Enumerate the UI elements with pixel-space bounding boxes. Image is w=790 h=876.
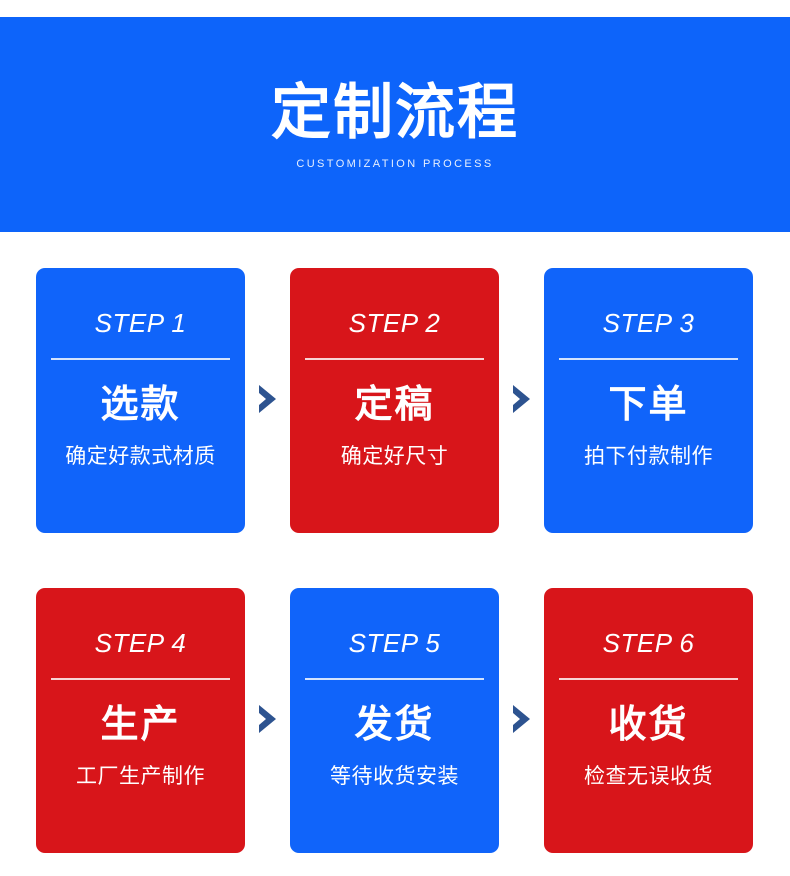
step-divider bbox=[305, 358, 484, 360]
step-label: STEP 2 bbox=[348, 308, 441, 338]
step-label: STEP 5 bbox=[348, 628, 441, 658]
step-card-6[interactable]: STEP 6 收货检查无误收货 bbox=[544, 588, 753, 853]
step-label: STEP 6 bbox=[602, 628, 695, 658]
step-card-5[interactable]: STEP 5 发货等待收货安装 bbox=[290, 588, 499, 853]
step-divider bbox=[559, 358, 738, 360]
step-card-1[interactable]: STEP 1 选款确定好款式材质 bbox=[36, 268, 245, 533]
step-title: 生产 bbox=[100, 704, 181, 746]
step-label: STEP 4 bbox=[94, 628, 187, 658]
step-cell: STEP 5 发货等待收货安装 bbox=[290, 588, 530, 853]
step-description: 工厂生产制作 bbox=[76, 764, 205, 788]
step-title: 收货 bbox=[608, 704, 689, 746]
step-title: 发货 bbox=[354, 704, 435, 746]
step-cell: STEP 6 收货检查无误收货 bbox=[544, 588, 753, 853]
step-divider bbox=[559, 678, 738, 680]
step-description: 确定好尺寸 bbox=[340, 444, 449, 468]
step-title: 选款 bbox=[100, 384, 181, 426]
step-title: 下单 bbox=[608, 384, 689, 426]
step-card-4[interactable]: STEP 4 生产工厂生产制作 bbox=[36, 588, 245, 853]
page-subtitle: CUSTOMIZATION PROCESS bbox=[296, 158, 494, 171]
step-cell: STEP 1 选款确定好款式材质 bbox=[36, 268, 276, 533]
step-label: STEP 3 bbox=[602, 308, 695, 338]
page-header-banner: 定制流程 CUSTOMIZATION PROCESS bbox=[0, 17, 790, 232]
step-divider bbox=[305, 678, 484, 680]
step-divider bbox=[51, 358, 230, 360]
step-description: 确定好款式材质 bbox=[65, 444, 216, 468]
chevron-right-icon bbox=[256, 704, 278, 734]
step-card-3[interactable]: STEP 3 下单拍下付款制作 bbox=[544, 268, 753, 533]
step-label: STEP 1 bbox=[94, 308, 187, 338]
step-description: 检查无误收货 bbox=[584, 764, 713, 788]
step-divider bbox=[51, 678, 230, 680]
chevron-right-icon bbox=[510, 384, 532, 414]
step-description: 拍下付款制作 bbox=[584, 444, 713, 468]
step-card-2[interactable]: STEP 2 定稿确定好尺寸 bbox=[290, 268, 499, 533]
step-description: 等待收货安装 bbox=[330, 764, 459, 788]
page-title: 定制流程 bbox=[271, 78, 519, 146]
chevron-right-icon bbox=[256, 384, 278, 414]
chevron-right-icon bbox=[510, 704, 532, 734]
step-cell: STEP 4 生产工厂生产制作 bbox=[36, 588, 276, 853]
step-title: 定稿 bbox=[354, 384, 435, 426]
step-cell: STEP 3 下单拍下付款制作 bbox=[544, 268, 753, 533]
step-cell: STEP 2 定稿确定好尺寸 bbox=[290, 268, 530, 533]
steps-grid: STEP 1 选款确定好款式材质 STEP 2 定稿确定好尺寸 STEP 3 下单拍下付款… bbox=[36, 268, 754, 853]
